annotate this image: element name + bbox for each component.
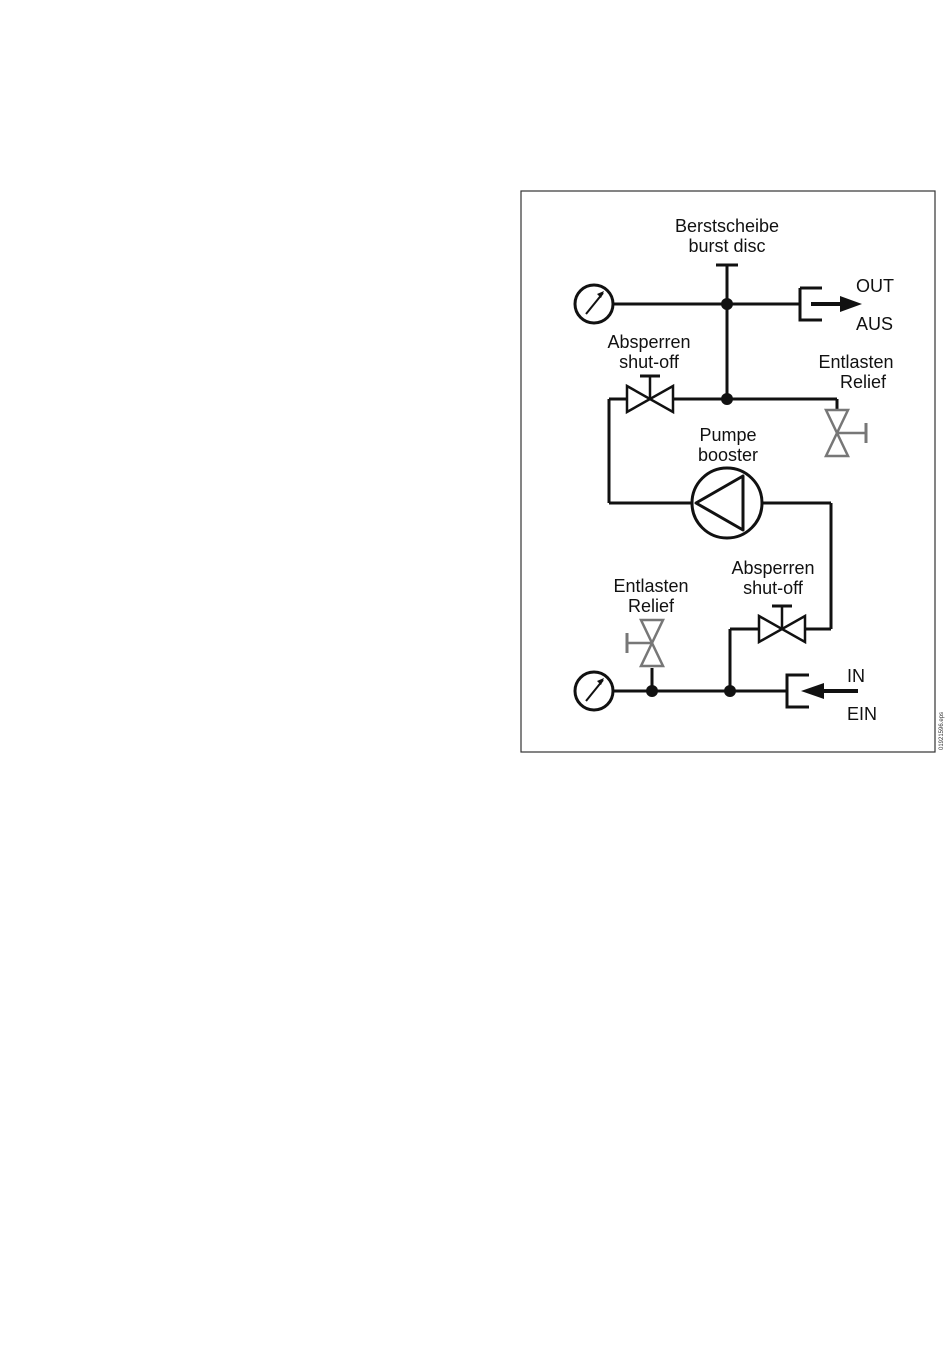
shutoff-top-label-de: Absperren [607,332,690,352]
relief-bottom-label-de: Entlasten [613,576,688,596]
out-label-de: AUS [856,314,893,334]
junction-dot [721,298,733,310]
junction-dot [721,393,733,405]
relief-top-label-en: Relief [840,372,887,392]
in-label-de: EIN [847,704,877,724]
pressure-gauge-bottom-icon [575,672,613,710]
shutoff-bottom-label-en: shut-off [743,578,804,598]
junction-dot [646,685,658,697]
junction-dot [724,685,736,697]
shutoff-top-label-en: shut-off [619,352,680,372]
pressure-gauge-top-icon [575,285,613,323]
pump-label-de: Pumpe [699,425,756,445]
burst-disc-label-de: Berstscheibe [675,216,779,236]
shutoff-bottom-label-de: Absperren [731,558,814,578]
document-id: 01921596.eps [939,712,945,750]
relief-bottom-label-en: Relief [628,596,675,616]
burst-disc-label-en: burst disc [688,236,765,256]
pump-label-en: booster [698,445,758,465]
out-label-en: OUT [856,276,894,296]
relief-top-label-de: Entlasten [818,352,893,372]
booster-pump-icon [692,468,762,538]
in-label-en: IN [847,666,865,686]
